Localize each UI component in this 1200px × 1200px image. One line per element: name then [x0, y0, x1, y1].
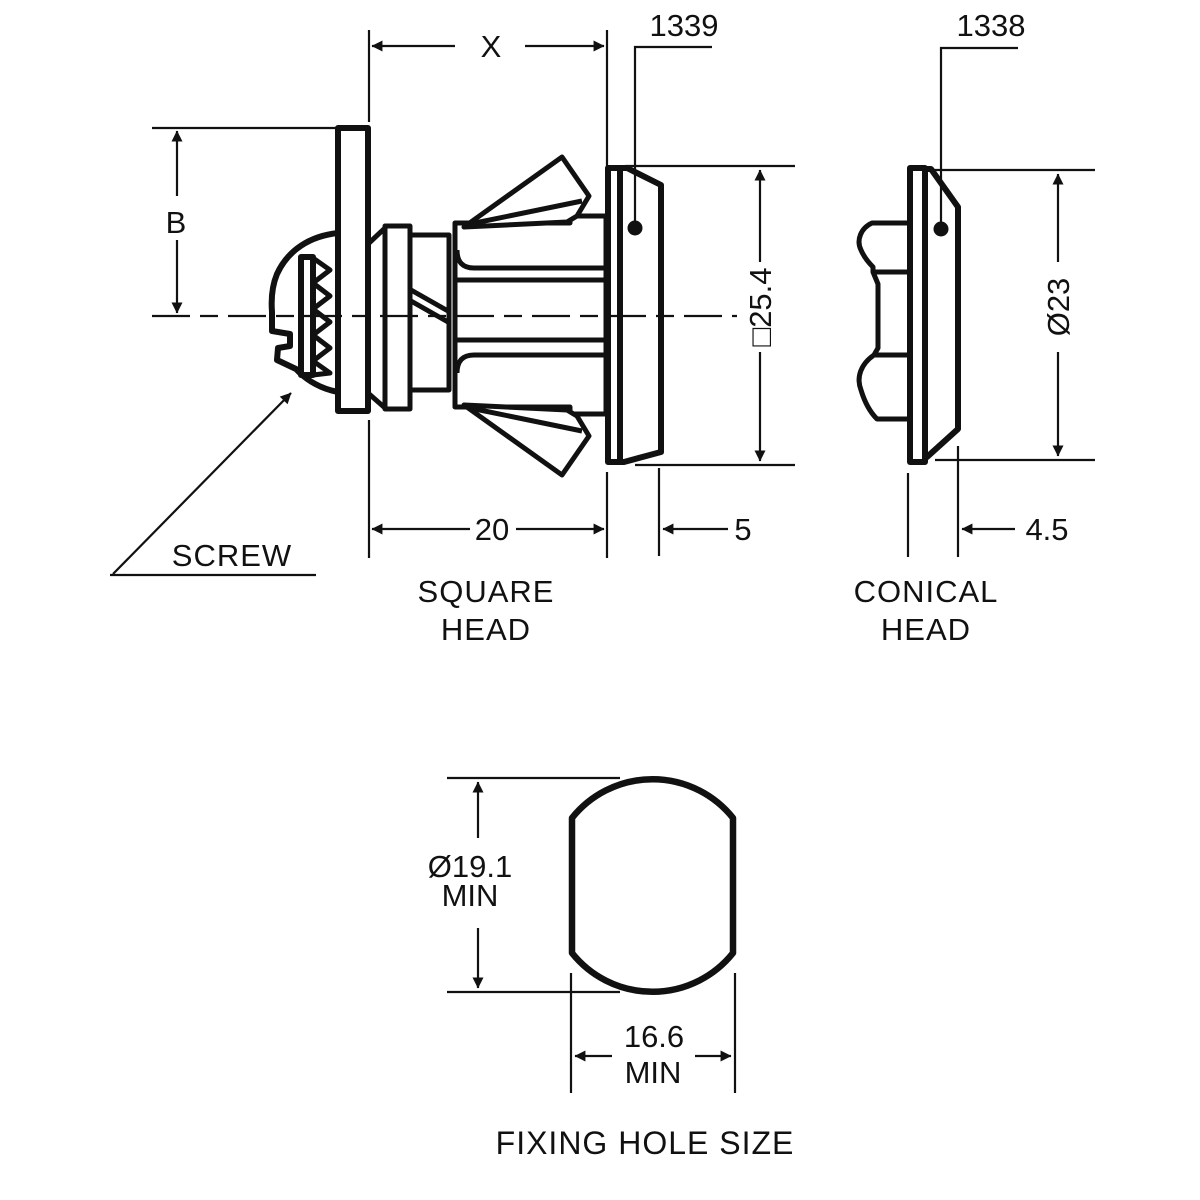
conical-view-dimensions: 1338 Ø23 4.5 CONICAL HEAD — [854, 8, 1095, 647]
dim-b-label: B — [166, 205, 187, 240]
screw-label: SCREW — [172, 538, 292, 573]
square-view-dimensions: B X 1339 □25.4 20 5 SCREW SQUARE HEAD — [110, 8, 795, 647]
dim-45-label: 4.5 — [1025, 512, 1068, 547]
conical-head-view — [856, 165, 961, 465]
fixing-hole-outline — [568, 776, 737, 995]
dim-o23-label: Ø23 — [1041, 278, 1076, 337]
square-head-view — [152, 125, 737, 478]
spring-wing-bottom — [461, 402, 592, 478]
spring-wing-top-inner-edge — [469, 198, 583, 227]
conical-head-leader-dot — [933, 221, 949, 237]
square-head-leader-dot — [627, 220, 643, 236]
square-view-caption-line2: HEAD — [441, 612, 531, 647]
conical-view-caption-line1: CONICAL — [854, 574, 999, 609]
part-1338-leader — [939, 46, 1018, 222]
dim-o191-label: Ø19.1 — [428, 849, 512, 884]
dim-5-label: 5 — [734, 512, 751, 547]
collar — [382, 223, 413, 412]
dim-o191-qualifier: MIN — [442, 878, 499, 913]
part-1339-label: 1339 — [650, 8, 719, 43]
lock-washer-line-1 — [409, 287, 450, 314]
conical-body — [856, 220, 913, 422]
lock-washer-line-2 — [409, 298, 450, 325]
screw-leader-arrow — [112, 392, 292, 575]
spring-wing-top — [461, 154, 592, 230]
part-1339-leader — [633, 45, 712, 222]
dim-166-qualifier: MIN — [625, 1055, 682, 1090]
conical-view-caption-line2: HEAD — [881, 612, 971, 647]
dim-square-label: □25.4 — [743, 267, 778, 346]
body-groove-bottom-fillet — [454, 352, 606, 374]
fixing-hole-view: Ø19.1 MIN 16.6 MIN FIXING HOLE SIZE — [428, 776, 795, 1161]
cam — [335, 125, 371, 414]
conical-flange-head — [922, 166, 961, 460]
nut — [407, 232, 452, 393]
dim-166-label: 16.6 — [624, 1019, 684, 1054]
part-1338-label: 1338 — [957, 8, 1026, 43]
spring-wing-bottom-inner-edge — [469, 405, 583, 434]
dim-x-label: X — [481, 29, 502, 64]
square-view-caption-line1: SQUARE — [418, 574, 555, 609]
dim-20-label: 20 — [475, 512, 509, 547]
fixing-hole-caption: FIXING HOLE SIZE — [496, 1125, 795, 1161]
body-groove-top-fillet — [454, 249, 606, 271]
